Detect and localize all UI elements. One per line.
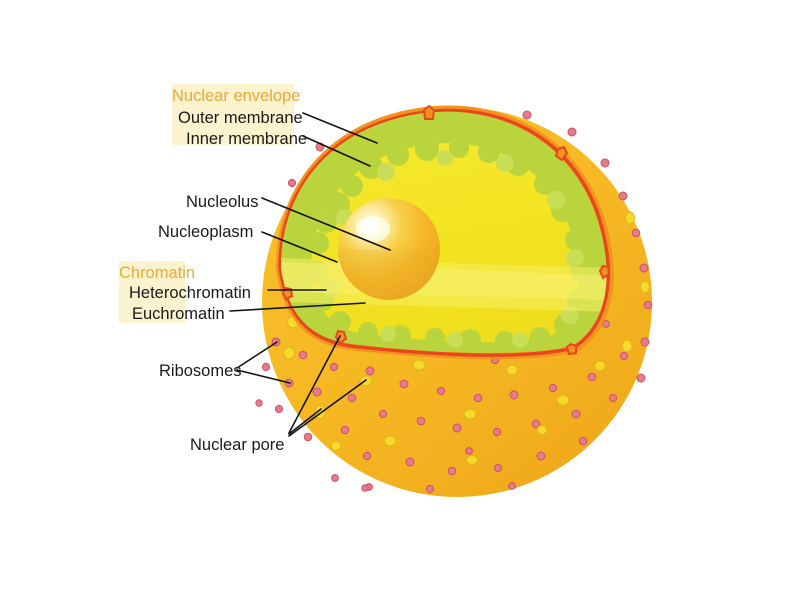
label-nuclear-envelope: Nuclear envelope [172,87,301,105]
label-euchromatin: Euchromatin [132,305,225,323]
leader-euchromatin [229,302,366,312]
leader-inner-membrane [302,135,371,167]
leader-nucleoplasm [261,231,338,263]
label-heterochromatin: Heterochromatin [129,284,251,302]
nucleus-cutaway [276,105,614,360]
label-inner-membrane: Inner membrane [186,130,308,148]
chromatin-highlight [119,261,185,323]
label-nucleolus: Nucleolus [186,193,259,211]
leader-lines [229,112,391,437]
label-outer-membrane: Outer membrane [178,109,303,127]
leader-nucleolus [261,197,391,251]
label-chromatin: Chromatin [119,264,196,282]
leader-pore-lower [288,379,367,437]
nuclear-envelope-highlight [172,84,294,145]
leader-pore-mid [288,408,322,435]
label-ribosomes: Ribosomes [159,362,242,380]
ribosome-dots [255,107,653,494]
leader-outer-membrane [302,112,378,144]
leader-pore-upper [288,335,341,434]
leader-ribosome-lower [236,369,291,384]
label-nucleoplasm: Nucleoplasm [158,223,254,241]
label-nuclear-pore: Nuclear pore [190,436,285,454]
leader-ribosome-upper [236,341,278,369]
membrane-line [278,108,610,357]
